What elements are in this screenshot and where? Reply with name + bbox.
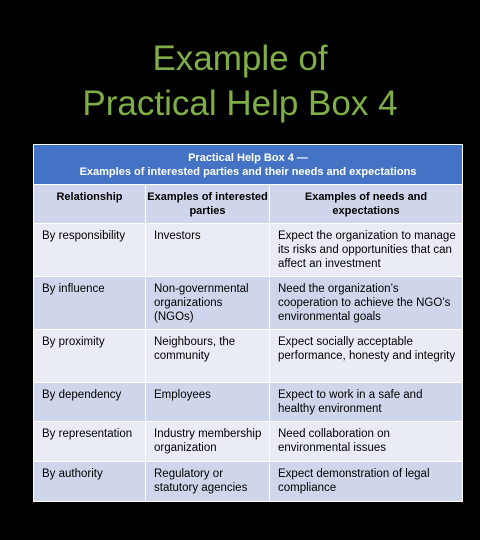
cell-relationship: By responsibility [33, 223, 146, 277]
cell-relationship: By authority [33, 461, 146, 502]
cell-needs: Need collaboration on environmental issu… [269, 421, 463, 462]
cell-parties: Non-governmental organizations (NGOs) [145, 276, 270, 330]
cell-parties: Neighbours, the community [145, 329, 270, 383]
table-row: By dependency Employees Expect to work i… [33, 382, 463, 422]
slide-title-line-2: Practical Help Box 4 [82, 84, 398, 123]
header-needs: Examples of needs and expectations [269, 184, 463, 224]
cell-relationship: By proximity [33, 329, 146, 383]
cell-parties: Employees [145, 382, 270, 422]
table-caption-line-1: Practical Help Box 4 — [188, 152, 308, 164]
header-relationship: Relationship [33, 184, 146, 224]
cell-needs: Expect demonstration of legal compliance [269, 461, 463, 502]
cell-relationship: By representation [33, 421, 146, 462]
cell-relationship: By dependency [33, 382, 146, 422]
cell-needs: Need the organization’s cooperation to a… [269, 276, 463, 330]
table-row: By authority Regulatory or statutory age… [33, 461, 463, 502]
table-row: By representation Industry membership or… [33, 421, 463, 462]
table-row: By proximity Neighbours, the community E… [33, 329, 463, 383]
table-header-row: Relationship Examples of interested part… [33, 184, 463, 224]
cell-parties: Industry membership organization [145, 421, 270, 462]
cell-needs: Expect the organization to manage its ri… [269, 223, 463, 277]
slide-title: Example of Practical Help Box 4 [0, 36, 480, 126]
cell-needs: Expect to work in a safe and healthy env… [269, 382, 463, 422]
table-caption: Practical Help Box 4 — Examples of inter… [33, 144, 463, 185]
cell-parties: Regulatory or statutory agencies [145, 461, 270, 502]
table-caption-row: Practical Help Box 4 — Examples of inter… [33, 144, 463, 185]
header-parties: Examples of interested parties [145, 184, 270, 224]
table-row: By responsibility Investors Expect the o… [33, 223, 463, 277]
cell-relationship: By influence [33, 276, 146, 330]
cell-needs: Expect socially acceptable performance, … [269, 329, 463, 383]
slide-title-line-1: Example of [152, 39, 328, 78]
practical-help-table: Practical Help Box 4 — Examples of inter… [33, 144, 463, 502]
cell-parties: Investors [145, 223, 270, 277]
table-caption-line-2: Examples of interested parties and their… [79, 166, 417, 178]
table-row: By influence Non-governmental organizati… [33, 276, 463, 330]
